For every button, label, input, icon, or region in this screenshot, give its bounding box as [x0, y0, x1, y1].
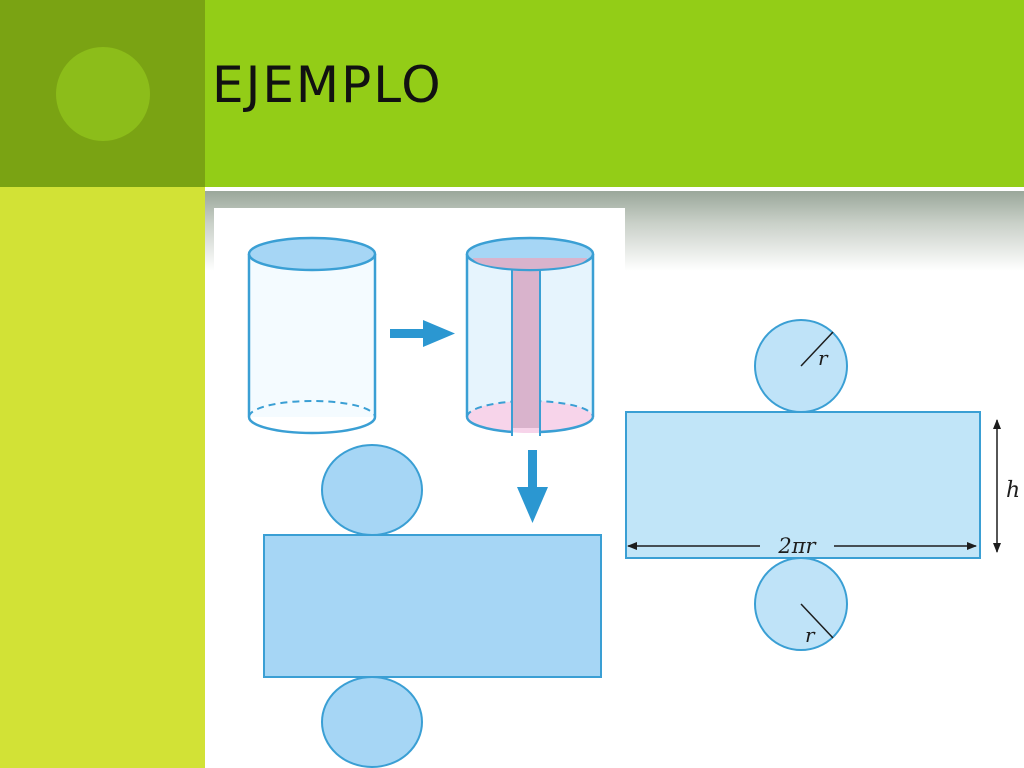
closed-cylinder — [247, 236, 377, 435]
down-arrow-icon — [517, 450, 548, 523]
header-band — [205, 0, 1024, 187]
cylinder-body — [249, 254, 375, 417]
radius-label-top: r — [818, 346, 829, 370]
net-top-circle — [321, 444, 423, 536]
decorative-circle — [56, 47, 150, 141]
height-label: h — [1006, 478, 1020, 503]
radius-label-bottom: r — [805, 623, 816, 647]
cut-strip — [512, 268, 540, 428]
labeled-net: r r 2πr h — [625, 319, 1020, 651]
right-arrow-icon — [390, 320, 455, 347]
header-divider — [205, 187, 1024, 191]
left-net — [263, 444, 602, 768]
net-bottom-circle — [321, 676, 423, 768]
cylinder-top-face — [247, 236, 377, 272]
top-radius-line — [800, 331, 834, 367]
bottom-radius-line — [800, 603, 834, 639]
cylinder-net-figure: r r 2πr h — [205, 191, 1024, 768]
labeled-rectangle — [625, 411, 981, 559]
cut-cylinder — [465, 236, 595, 436]
net-rectangle — [263, 534, 602, 678]
left-side-band — [0, 187, 205, 768]
circumference-label: 2πr — [777, 534, 817, 558]
slide-title: EJEMPLO — [212, 56, 443, 114]
